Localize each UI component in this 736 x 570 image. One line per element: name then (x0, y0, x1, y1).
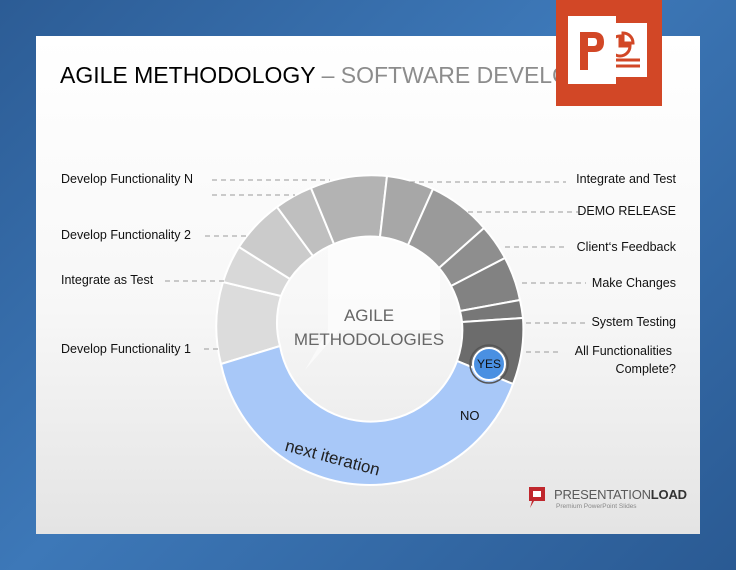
center-line-2: METHODOLOGIES (293, 330, 445, 349)
yes-label: YES (476, 357, 501, 371)
brand-tagline: Premium PowerPoint Slides (556, 503, 637, 510)
segment-next-iteration (219, 344, 515, 486)
label-all-functionalities: All Functionalities (574, 344, 672, 358)
center-label: AGILE METHODOLOGIES (260, 304, 478, 352)
slide-title: AGILE METHODOLOGY – SOFTWARE DEVELO (60, 62, 570, 89)
brand-name: PRESENTATIONLOAD (554, 487, 687, 502)
watermark-logo (305, 235, 440, 370)
label-system-testing: System Testing (591, 315, 676, 329)
label-clients-feedback: Client‘s Feedback (576, 240, 676, 254)
title-dash: – (315, 62, 341, 88)
label-complete: Complete? (615, 362, 676, 376)
left-connectors (165, 179, 330, 350)
label-demo-release: DEMO RELEASE (577, 204, 676, 218)
label-integrate-as-test: Integrate as Test (61, 273, 154, 287)
yes-button-ring (469, 344, 509, 384)
label-develop-1: Develop Functionality 1 (61, 342, 191, 356)
brand-p-icon (529, 487, 545, 508)
yes-button (472, 347, 506, 381)
no-label: NO (460, 408, 480, 423)
center-line-1: AGILE (343, 306, 395, 325)
label-develop-n: Develop Functionality N (61, 172, 194, 186)
right-connectors (410, 181, 586, 353)
title-main: AGILE METHODOLOGY (60, 62, 316, 88)
label-develop-2: Develop Functionality 2 (61, 228, 191, 242)
brand-name-a: PRESENTATION (554, 487, 651, 502)
label-integrate-and-test: Integrate and Test (576, 172, 676, 186)
brand-name-b: LOAD (650, 487, 687, 502)
label-make-changes: Make Changes (591, 276, 676, 290)
powerpoint-icon (556, 0, 662, 106)
title-sub: SOFTWARE DEVELO (340, 62, 570, 88)
